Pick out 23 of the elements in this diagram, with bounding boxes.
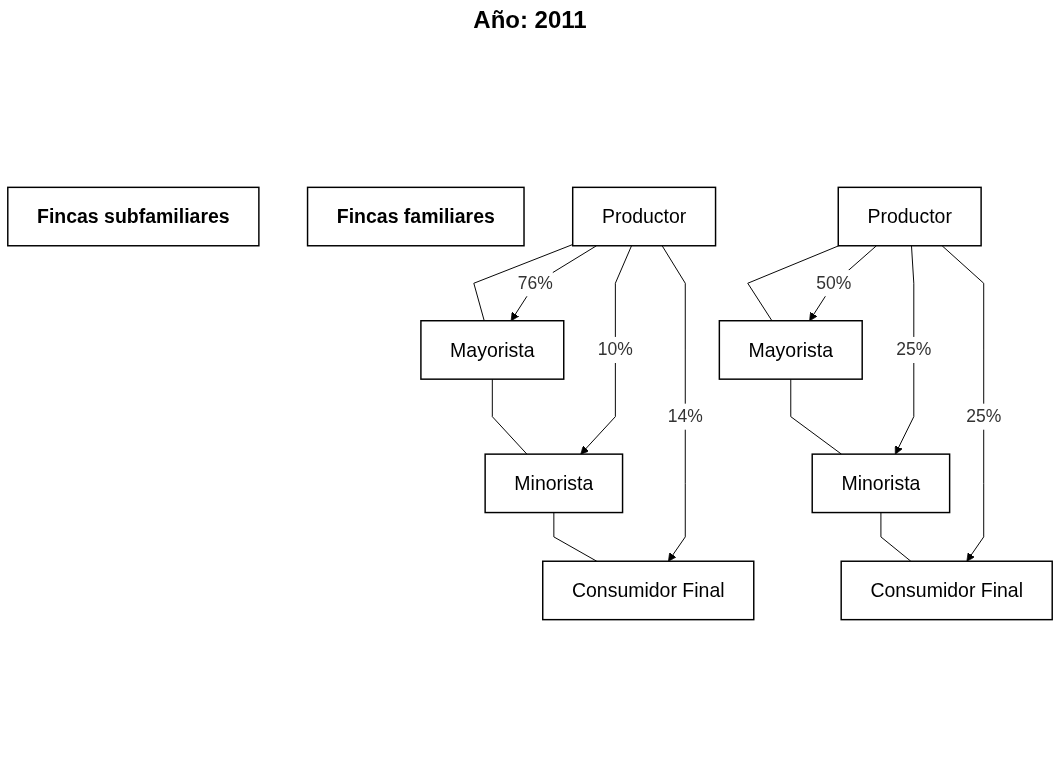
node-box: Mayorista <box>420 320 565 380</box>
node-box: Minorista <box>484 453 624 514</box>
edge-label: 10% <box>597 339 633 360</box>
edge-label: 25% <box>966 406 1002 426</box>
node-box: Consumidor Final <box>840 560 1053 621</box>
node-box: Productor <box>571 186 717 247</box>
node-box: Fincas familiares <box>306 186 525 247</box>
node-box: Fincas subfamiliares <box>7 186 260 247</box>
diagram-title: Año: 2011 <box>472 6 588 34</box>
node-box: Productor <box>837 186 982 247</box>
node-box: Consumidor Final <box>542 560 755 621</box>
connector <box>790 378 842 455</box>
edge-label: 25% <box>896 339 932 360</box>
node-box: Minorista <box>811 453 951 514</box>
connector <box>491 378 528 455</box>
edge-label: 50% <box>816 273 852 293</box>
edge-label: 14% <box>667 406 703 426</box>
connector <box>747 245 840 322</box>
node-box: Mayorista <box>718 320 863 380</box>
edge-label: 76% <box>517 273 553 293</box>
connector <box>473 244 574 322</box>
connector <box>880 512 912 562</box>
connector <box>553 512 598 562</box>
